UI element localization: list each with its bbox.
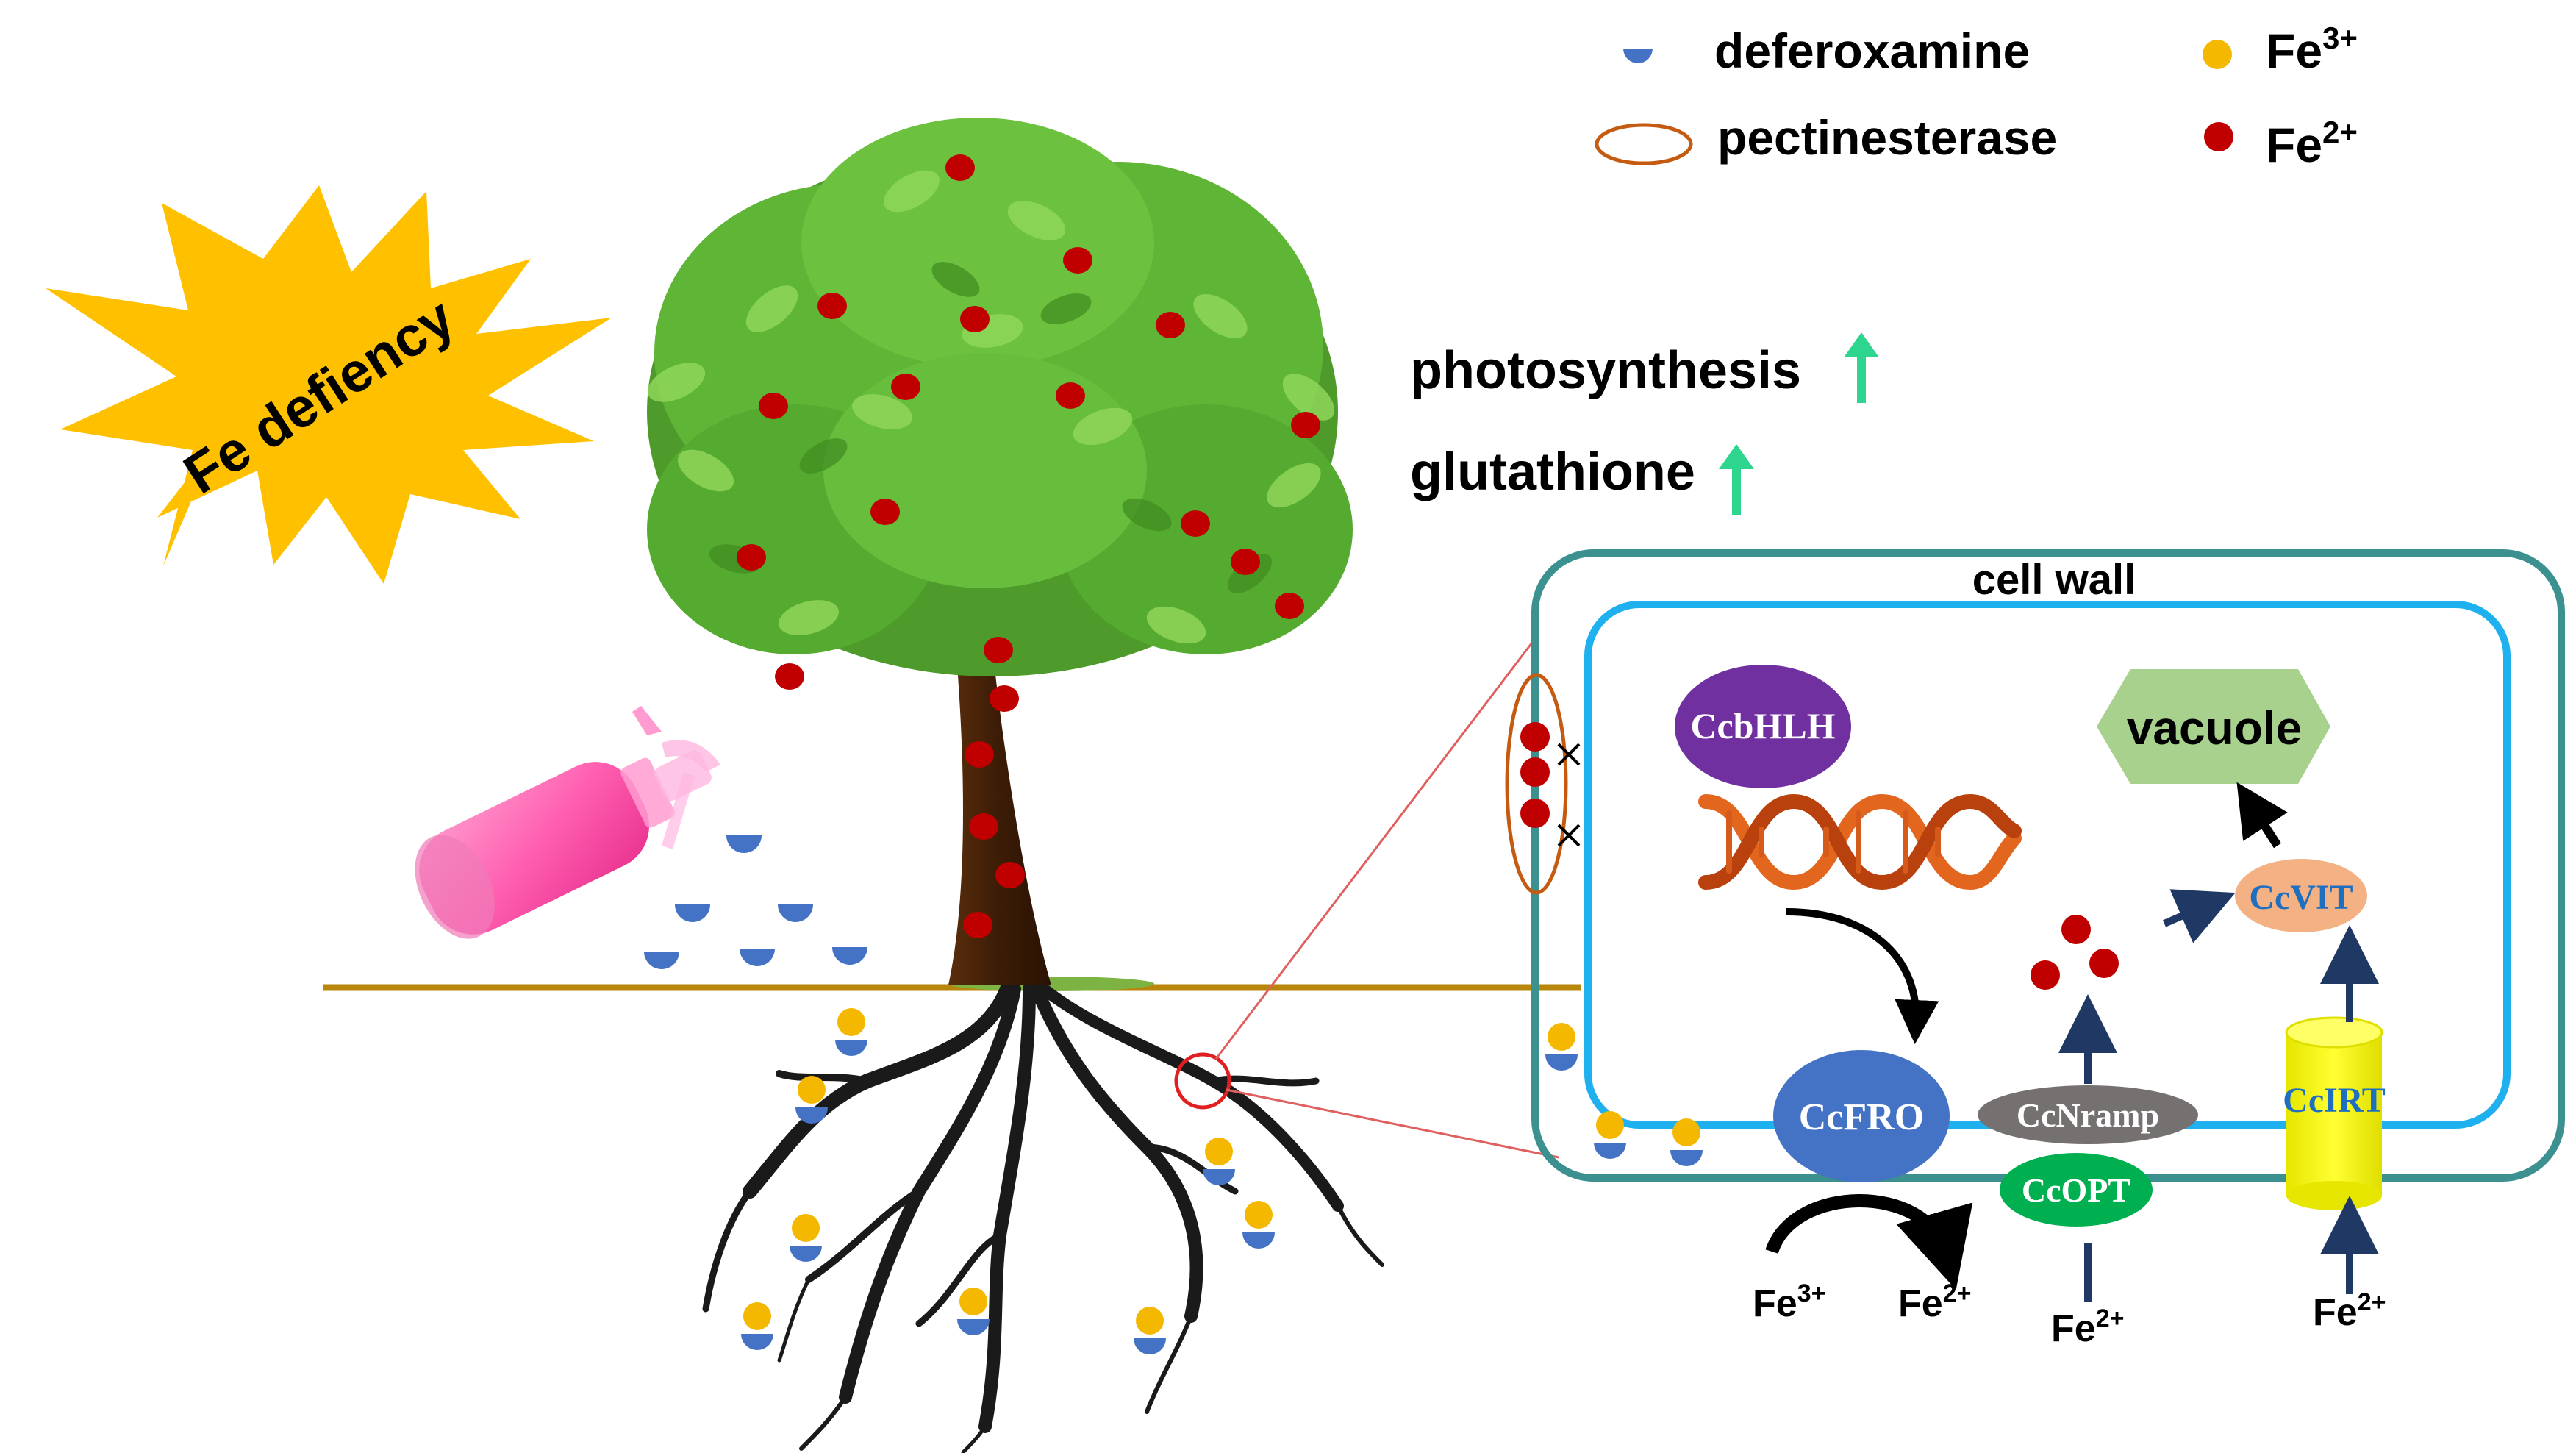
trunk-fe2-ions — [963, 637, 1025, 938]
tree-canopy — [647, 118, 1353, 676]
legend-label-fe3: Fe3+ — [2266, 21, 2358, 78]
fe3-complex — [1203, 1138, 1235, 1185]
cell-wall — [1531, 549, 2565, 1182]
fe2-icon — [2204, 122, 2233, 151]
ccirt-transporter: CcIRT — [2283, 1016, 2386, 1210]
legend-item-pectinesterase: pectinesterase — [1595, 110, 2057, 165]
irt-fe2-label: Fe2+ — [2313, 1288, 2386, 1334]
cytoplasm-fe2-ions — [2031, 915, 2119, 990]
ccfro-label: CcFRO — [1799, 1096, 1924, 1138]
ccvit-transporter: CcVIT — [2235, 859, 2367, 932]
cell-surface-fe3-complexes — [1545, 1023, 1703, 1166]
fe3-icon — [2203, 40, 2232, 69]
zoom-line-bottom — [1226, 1088, 1559, 1159]
vacuole: vacuole — [2097, 669, 2330, 784]
reduction-arrow-icon — [1765, 1194, 1973, 1290]
legend-label-fe2: Fe2+ — [2266, 115, 2358, 172]
block-x-icon — [1557, 743, 1581, 847]
pectinesterase-on-wall — [1505, 673, 1581, 895]
pectinesterase-icon — [1595, 123, 1693, 165]
dna-helix-icon — [1698, 793, 2022, 890]
ccfro-reductase: CcFRO — [1773, 1050, 1950, 1182]
ccirt-label: CcIRT — [2283, 1081, 2386, 1120]
ccbhlh-label: CcbHLH — [1690, 705, 1835, 746]
root-zoom-circle — [1174, 1052, 1231, 1110]
ccnramp-transporter: CcNramp — [1978, 1085, 2198, 1144]
arrow-fe-to-vit — [2163, 889, 2236, 943]
fe3-complex — [1242, 1201, 1275, 1249]
up-arrow-icon — [1719, 444, 1754, 515]
root-cell: cell wall CcbHLH — [1505, 549, 2565, 1350]
root-system — [702, 982, 1384, 1453]
fe3-complex — [957, 1288, 990, 1335]
ccnramp-label: CcNramp — [2017, 1096, 2159, 1134]
legend-item-fe3: Fe3+ — [2203, 21, 2358, 78]
fe3-complex — [741, 1302, 773, 1350]
legend: deferoxamine pectinesterase Fe3+ Fe2+ — [1595, 21, 2358, 172]
legend-item-fe2: Fe2+ — [2204, 115, 2358, 172]
deferoxamine-droplets — [644, 835, 867, 969]
effect-glutathione: glutathione — [1410, 443, 1754, 515]
ccopt-transporter: CcOPT — [2000, 1153, 2153, 1227]
effect-photosynthesis: photosynthesis — [1410, 332, 1879, 403]
effects: photosynthesis glutathione — [1410, 332, 1879, 515]
legend-label-pectinesterase: pectinesterase — [1717, 110, 2057, 165]
curved-arrow-icon — [1786, 908, 1939, 1044]
fe3-complex — [1134, 1307, 1166, 1354]
fe3-complex — [795, 1076, 828, 1124]
nramp-fe2-label: Fe2+ — [2051, 1304, 2124, 1350]
effect-label-photosynthesis: photosynthesis — [1410, 341, 1801, 400]
arrow-vit-to-vacuole — [2236, 782, 2288, 849]
up-arrow-icon — [1844, 332, 1879, 403]
starburst-shape — [46, 185, 612, 584]
ccbhlh-protein: CcbHLH — [1675, 665, 1851, 788]
canopy-fe2-ions — [737, 154, 1320, 690]
effect-label-glutathione: glutathione — [1410, 443, 1695, 501]
zoom-line-top — [1214, 636, 1538, 1060]
fe3-complex — [835, 1008, 867, 1056]
fe-deficiency-burst: Fe defiency — [46, 185, 612, 584]
vacuole-label: vacuole — [2127, 701, 2302, 754]
deferoxamine-icon — [1623, 49, 1653, 63]
spray-bottle-icon — [415, 706, 720, 939]
ccvit-label: CcVIT — [2249, 878, 2353, 917]
fe3-complex — [790, 1214, 822, 1262]
ccopt-label: CcOPT — [2022, 1171, 2130, 1209]
fro-fe3-label: Fe3+ — [1753, 1279, 1825, 1325]
legend-label-deferoxamine: deferoxamine — [1714, 24, 2030, 78]
root-fe3-complexes — [741, 1008, 1275, 1354]
legend-item-deferoxamine: deferoxamine — [1623, 24, 2030, 78]
fro-fe2-label: Fe2+ — [1898, 1279, 1971, 1325]
cell-wall-label: cell wall — [1972, 556, 2136, 604]
